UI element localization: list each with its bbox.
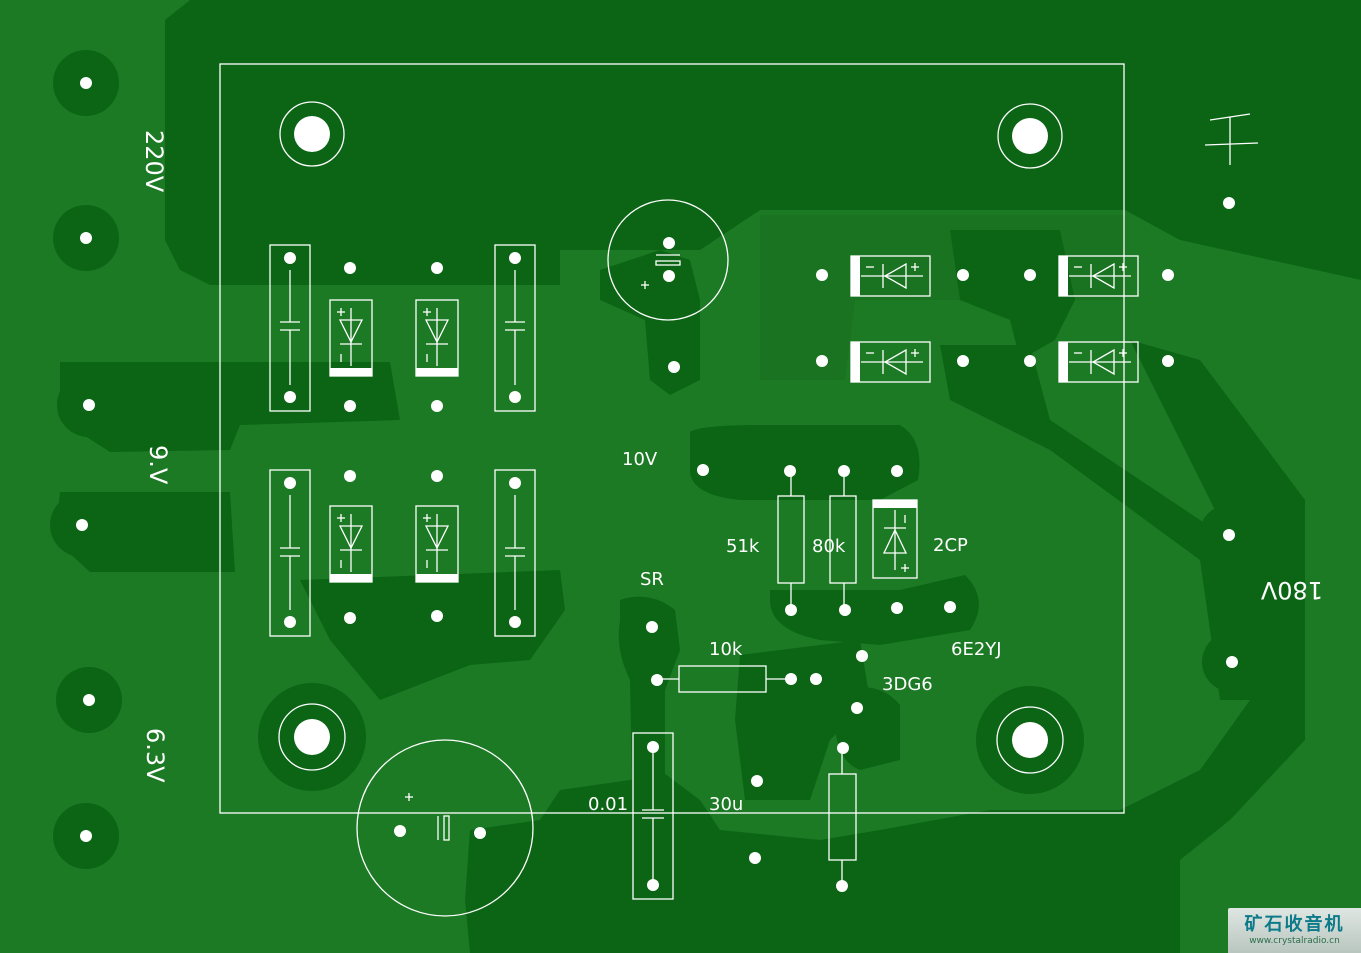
resistor-80k [829,495,857,584]
watermark-name: 矿石收音机 [1244,914,1345,935]
solder-pad [76,519,88,531]
bottom-electrolytic-capacitor [356,739,534,917]
label-80k: 80k [812,536,846,557]
diode-vertical [329,505,373,583]
solder-pad [957,355,969,367]
solder-pad [83,399,95,411]
label-10v: 10V [622,449,658,470]
solder-pad [394,825,406,837]
mounting-holes [278,101,1064,774]
solder-pad [785,604,797,616]
solder-pad [837,742,849,754]
solder-pad [474,827,486,839]
label-10k: 10k [709,639,743,660]
diode-horizontal [1058,255,1139,297]
label-0-01: 0.01 [588,794,628,815]
solder-pad [647,741,659,753]
diode-horizontal [850,341,931,383]
solder-pad [1162,269,1174,281]
left-capacitors [269,244,536,637]
diode-horizontal [1058,341,1139,383]
solder-pad [431,470,443,482]
solder-pad [431,262,443,274]
solder-pad [344,400,356,412]
solder-pad [284,616,296,628]
watermark-url: www.crystalradio.cn [1249,936,1340,946]
solder-pad [668,361,680,373]
solder-pad [284,477,296,489]
solder-pad [1162,355,1174,367]
rectifier-diodes-horizontal [850,255,1139,383]
board-outline [219,63,1125,814]
solder-pad [891,602,903,614]
solder-pad [509,477,521,489]
solder-pad [80,232,92,244]
solder-pad [509,252,521,264]
label-3dg6: 3DG6 [882,674,933,695]
solder-pad [80,77,92,89]
solder-pad [785,673,797,685]
solder-pad [836,880,848,892]
label-9v: 9.V [144,445,172,485]
solder-pad [284,391,296,403]
label-sr: SR [640,569,664,590]
capacitor-0-01 [632,732,674,900]
solder-pad [944,601,956,613]
solder-pad [810,673,822,685]
solder-pad [431,400,443,412]
solder-pad [838,465,850,477]
zener-diode-2cp [872,499,918,579]
solder-pad [851,702,863,714]
solder-pad [509,391,521,403]
solder-pad [1226,656,1238,668]
solder-pad [663,270,675,282]
label-2cp: 2CP [933,535,968,556]
solder-pad [344,262,356,274]
bridge-diodes-vertical [329,299,459,583]
solder-pad [856,650,868,662]
solder-pad [651,674,663,686]
solder-pad [80,830,92,842]
solder-pad [1223,197,1235,209]
solder-pad [1024,355,1036,367]
solder-pad [83,694,95,706]
resistors [659,475,857,884]
diode-vertical [329,299,373,377]
solder-pad [697,464,709,476]
top-electrolytic-capacitor [607,199,729,321]
label-6-3v: 6.3V [141,728,169,783]
solder-pad [816,269,828,281]
solder-pad [663,237,675,249]
diode-vertical [415,505,459,583]
solder-pad [344,612,356,624]
solder-pad [839,604,851,616]
label-30u: 30u [709,794,743,815]
solder-pad [816,355,828,367]
label-6e2yj: 6E2YJ [951,639,1002,660]
solder-pad [751,775,763,787]
solder-pad [1223,529,1235,541]
label-180v: 180V [1260,576,1323,604]
solder-pads [76,77,1238,892]
solder-pad [284,252,296,264]
solder-pad [509,616,521,628]
solder-pad [646,621,658,633]
solder-pad [1024,269,1036,281]
solder-pad [749,852,761,864]
solder-pad [957,269,969,281]
watermark-logo: 矿石收音机 www.crystalradio.cn [1228,908,1361,953]
ground-mark [1204,113,1259,165]
copper-layer [55,0,1361,953]
solder-pad [891,465,903,477]
solder-pad [784,465,796,477]
label-51k: 51k [726,536,760,557]
solder-pad [431,610,443,622]
diode-vertical [415,299,459,377]
silkscreen-labels: 220V 9.V 6.3V 180V 10V 51k 80k 2CP SR 10… [140,130,1323,815]
diode-horizontal [850,255,931,297]
solder-pad [647,879,659,891]
label-220v: 220V [140,130,168,193]
solder-pad [344,470,356,482]
